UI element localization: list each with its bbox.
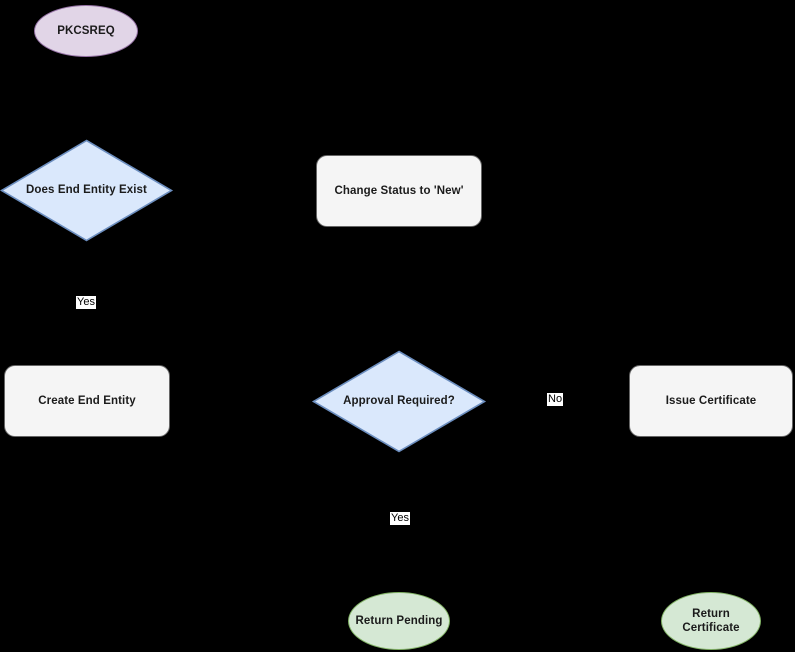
node-change-status-to-new-label: Change Status to 'New' (334, 184, 464, 197)
node-return-certificate-label: Return Certificate (682, 607, 740, 634)
edge-label-yes-approval: Yes (390, 512, 410, 525)
node-issue-certificate[interactable]: Issue Certificate (629, 365, 793, 437)
edge-label-yes-exists: Yes (76, 296, 96, 309)
node-approval-required[interactable]: Approval Required? (311, 350, 487, 453)
node-approval-required-label: Approval Required? (343, 395, 455, 408)
diamond-shape-approval-required (311, 350, 487, 453)
edge-label-no-approval: No (547, 393, 564, 406)
node-pkcsreq[interactable]: PKCSREQ (34, 5, 138, 57)
node-change-status-to-new[interactable]: Change Status to 'New' (316, 155, 482, 227)
node-issue-certificate-label: Issue Certificate (665, 394, 757, 407)
node-pkcsreq-label: PKCSREQ (57, 24, 115, 37)
node-return-certificate[interactable]: Return Certificate (661, 592, 761, 650)
diamond-shape-does-end-entity-exist (0, 139, 174, 242)
node-does-end-entity-exist[interactable]: Does End Entity Exist (0, 139, 174, 242)
node-does-end-entity-exist-label: Does End Entity Exist (26, 184, 147, 197)
node-return-pending[interactable]: Return Pending (348, 592, 450, 650)
node-create-end-entity[interactable]: Create End Entity (4, 365, 170, 437)
node-create-end-entity-label: Create End Entity (38, 394, 136, 407)
node-return-pending-label: Return Pending (355, 614, 443, 627)
